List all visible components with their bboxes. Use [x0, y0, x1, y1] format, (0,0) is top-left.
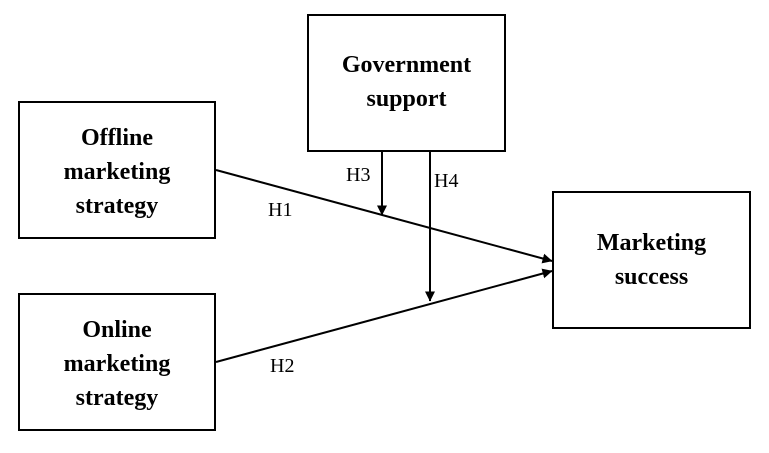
node-label: Online marketing strategy: [63, 317, 171, 411]
edge-label-h3: H3: [346, 164, 371, 186]
node-online-marketing-strategy: Online marketing strategy: [18, 293, 216, 431]
arrow-h2: [215, 268, 553, 363]
edge-label-h4: H4: [434, 170, 459, 192]
node-marketing-success: Marketing success: [552, 191, 751, 329]
edge-label-h2: H2: [270, 355, 295, 377]
node-offline-marketing-strategy: Offline marketing strategy: [18, 101, 216, 239]
node-label: Offline marketing strategy: [63, 125, 171, 219]
edge-label-h1: H1: [268, 199, 293, 221]
node-label: Government support: [341, 52, 472, 112]
arrow-h1: [215, 169, 553, 264]
node-government-support: Government support: [307, 14, 506, 152]
node-label: Marketing success: [596, 230, 707, 290]
